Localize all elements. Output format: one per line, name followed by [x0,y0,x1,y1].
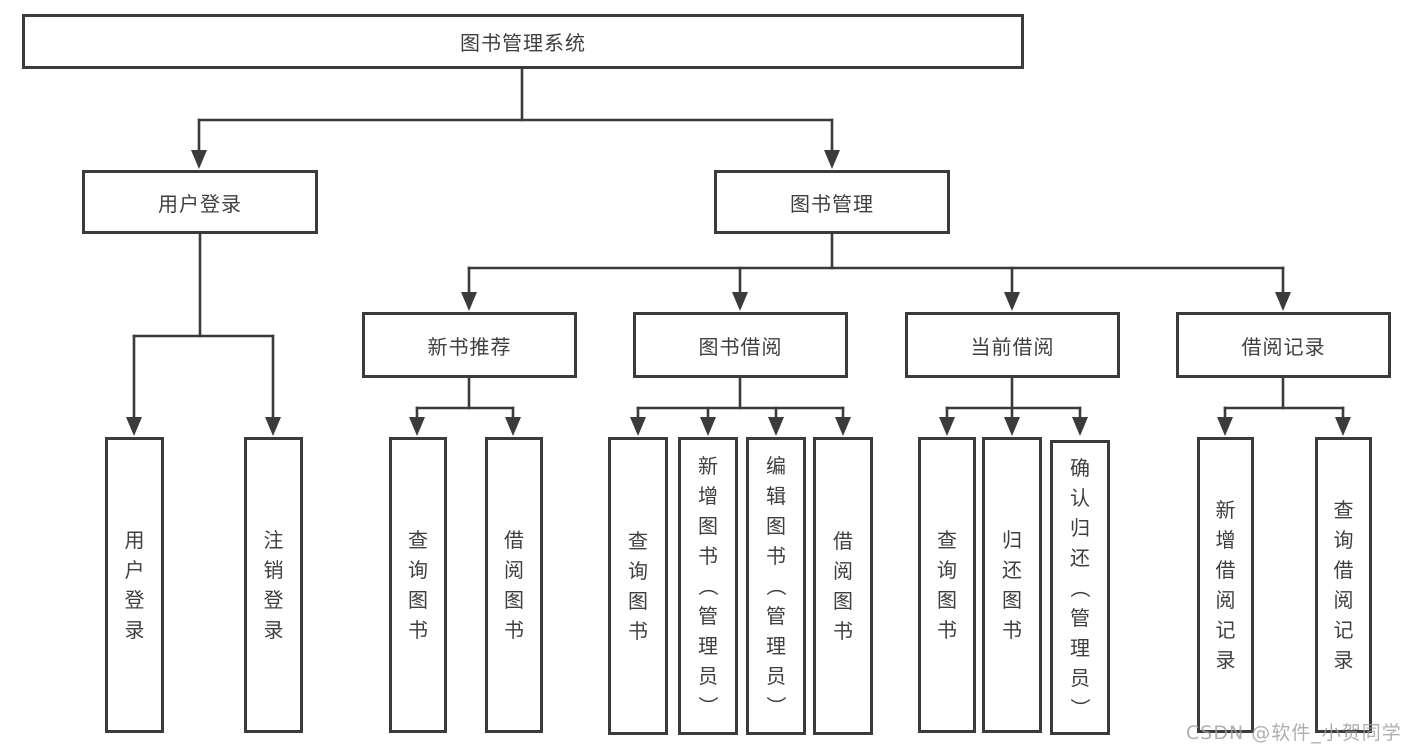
leaf-query-borrow-record: 查询借阅记录 [1315,437,1372,733]
leaf-confirm-return-admin: 确认归还（管理员） [1050,440,1110,735]
leaf-query-books-borrow: 查询图书 [608,437,668,735]
node-user-login: 用户登录 [82,170,318,234]
leaf-user-login: 用户登录 [105,437,164,733]
csdn-watermark: CSDN @软件_小贺同学 [1186,722,1402,744]
leaf-confirm-return-admin-label: 确认归还（管理员） [1068,455,1092,718]
node-new-book-recommend: 新书推荐 [362,312,577,378]
node-book-management: 图书管理 [714,170,950,234]
leaf-return-book-label: 归还图书 [1002,528,1022,642]
leaf-query-books-current-label: 查询图书 [937,528,957,642]
leaf-edit-book-admin: 编辑图书（管理员） [746,437,806,735]
node-borrow-records: 借阅记录 [1176,312,1391,378]
leaf-logout-label: 注销登录 [263,528,284,642]
leaf-query-books-recommend-label: 查询图书 [408,528,428,642]
leaf-query-borrow-record-label: 查询借阅记录 [1333,498,1354,672]
leaf-query-books-recommend: 查询图书 [389,437,447,733]
leaf-add-borrow-record: 新增借阅记录 [1197,437,1254,733]
leaf-query-books-current: 查询图书 [918,437,976,733]
node-current-borrow: 当前借阅 [905,312,1120,378]
leaf-borrow-books-recommend: 借阅图书 [485,437,543,733]
node-root-system: 图书管理系统 [22,14,1024,69]
node-book-borrow: 图书借阅 [633,312,848,378]
leaf-borrow-books-recommend-label: 借阅图书 [504,528,524,642]
leaf-add-borrow-record-label: 新增借阅记录 [1215,498,1236,672]
leaf-edit-book-admin-label: 编辑图书（管理员） [764,454,788,716]
leaf-return-book: 归还图书 [982,437,1042,733]
leaf-borrow-books: 借阅图书 [813,437,873,735]
leaf-logout: 注销登录 [244,437,303,733]
leaf-borrow-books-label: 借阅图书 [833,529,853,643]
leaf-user-login-label: 用户登录 [124,528,145,642]
leaf-add-book-admin: 新增图书（管理员） [678,437,738,735]
leaf-query-books-borrow-label: 查询图书 [628,529,648,643]
leaf-add-book-admin-label: 新增图书（管理员） [696,454,720,716]
